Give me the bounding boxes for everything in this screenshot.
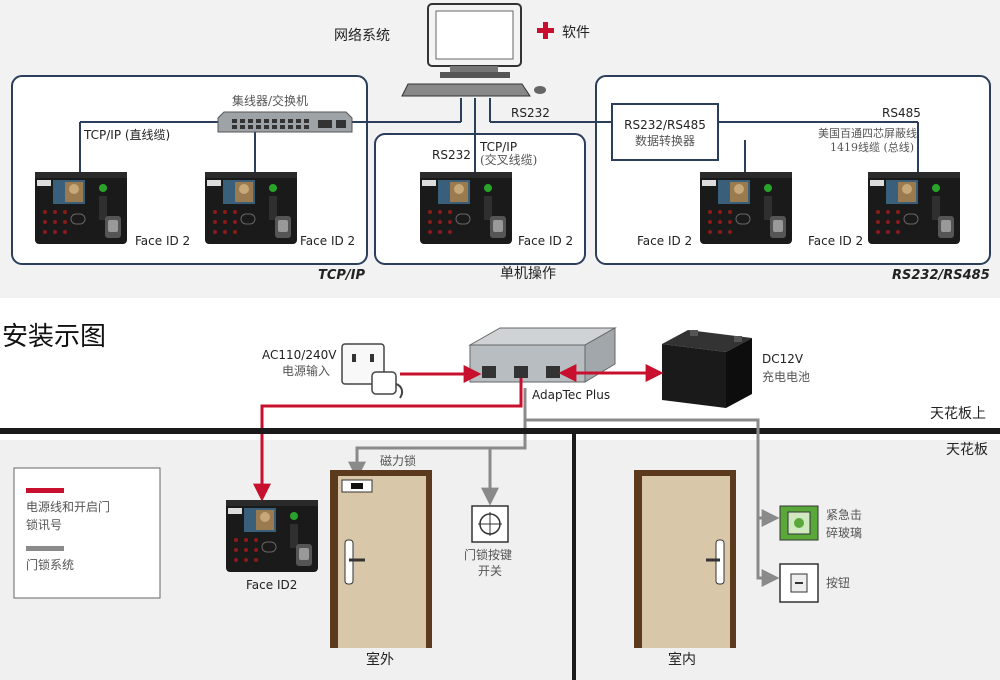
label-rs485: RS485 <box>882 106 921 120</box>
label-converter-1: RS232/RS485 <box>624 118 706 132</box>
group-title-single: 单机操作 <box>500 266 556 282</box>
wall-divider <box>572 434 576 680</box>
room-section-bg <box>0 440 1000 680</box>
face-id-install-device <box>225 499 319 573</box>
battery-icon <box>662 330 752 408</box>
door-button-icon <box>471 505 509 543</box>
legend-red-line2: 锁讯号 <box>26 518 63 532</box>
label-shield-1: 美国百通四芯屏蔽线 <box>818 127 917 140</box>
label-outside: 室外 <box>366 652 394 668</box>
label-mag-lock: 磁力锁 <box>380 454 417 468</box>
label-device-5: Face ID 2 <box>808 234 864 248</box>
label-ac-1: AC110/240V <box>262 348 337 362</box>
door-outside <box>330 470 432 648</box>
red-lines <box>253 364 664 502</box>
label-button: 按钮 <box>826 576 851 590</box>
ceiling-line <box>0 428 1000 434</box>
label-network-system: 网络系统 <box>334 28 390 44</box>
label-shield-2: 1419线缆 (总线) <box>830 141 915 154</box>
label-emergency-1: 紧急击 <box>826 508 863 522</box>
label-converter-2: 数据转换器 <box>634 134 695 148</box>
power-outlet-icon <box>341 343 404 399</box>
face-id-device-4 <box>699 171 793 245</box>
label-inside: 室内 <box>668 652 696 668</box>
label-door-btn-2: 开关 <box>478 564 503 578</box>
legend-red-swatch <box>26 488 64 493</box>
label-device-4: Face ID 2 <box>637 234 693 248</box>
label-dc-1: DC12V <box>762 352 804 366</box>
label-dc-2: 充电电池 <box>762 370 811 384</box>
label-tcpip-straight: TCP/IP (直线缆) <box>84 128 171 142</box>
door-inside <box>634 470 736 648</box>
exit-button-icon <box>779 563 819 603</box>
label-device-1: Face ID 2 <box>135 234 191 248</box>
legend-box <box>13 467 161 599</box>
label-door-btn-1: 门锁按键 <box>464 548 513 562</box>
face-id-device-2 <box>204 171 298 245</box>
label-emergency-2: 碎玻璃 <box>826 526 863 540</box>
label-adaptec: AdapTec Plus <box>532 388 611 402</box>
gray-lines <box>348 388 780 587</box>
face-id-device-3 <box>419 171 513 245</box>
converter-box <box>611 103 719 161</box>
network-lines <box>79 98 919 172</box>
label-rs232-top: RS232 <box>511 106 550 120</box>
plus-icon <box>537 22 554 39</box>
group-title-rs: RS232/RS485 <box>892 268 990 283</box>
legend-gray-label: 门锁系统 <box>26 558 75 572</box>
face-id-device-5 <box>867 171 961 245</box>
label-face-id2: Face ID2 <box>246 578 298 592</box>
label-hub-switch: 集线器/交换机 <box>232 94 309 108</box>
emergency-glass-icon <box>779 505 819 541</box>
label-device-3: Face ID 2 <box>518 234 574 248</box>
install-title: 安装示图 <box>2 322 107 352</box>
label-ceiling: 天花板 <box>946 442 988 458</box>
legend-gray-swatch <box>26 546 64 551</box>
label-rs232-mid: RS232 <box>432 148 471 162</box>
label-cross-cable: (交叉线缆) <box>480 153 538 167</box>
label-device-2: Face ID 2 <box>300 234 356 248</box>
label-ac-2: 电源输入 <box>282 364 331 378</box>
label-ceiling-above: 天花板上 <box>930 406 986 422</box>
group-title-tcpip: TCP/IP <box>318 268 366 283</box>
label-tcpip-cross: TCP/IP <box>480 140 518 154</box>
face-id-device-1 <box>34 171 128 245</box>
legend-red-line1: 电源线和开启门 <box>26 500 111 514</box>
computer-icon <box>401 3 546 97</box>
label-software: 软件 <box>562 25 590 41</box>
switch-icon <box>217 111 353 133</box>
